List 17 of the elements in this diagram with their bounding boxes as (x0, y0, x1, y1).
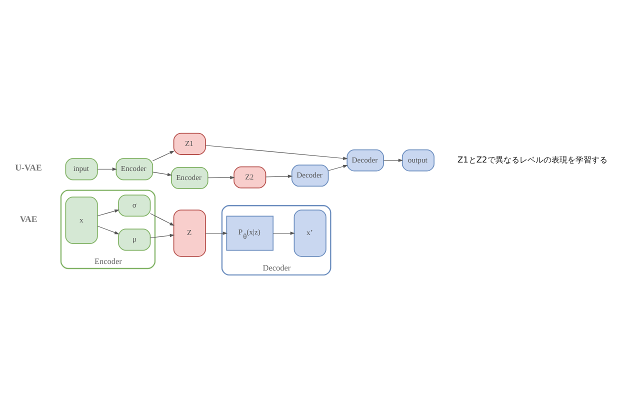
arrow (272, 231, 296, 234)
arrow (97, 208, 120, 216)
label: Z1とZ2で異なるレベルの表現を学習する (458, 154, 608, 164)
arrow (152, 171, 172, 176)
arrow (328, 164, 348, 170)
label: VAE (20, 213, 38, 224)
arrow (150, 233, 175, 238)
arrow (205, 144, 348, 160)
arrow (205, 231, 228, 234)
arrow (150, 212, 174, 226)
arrow (383, 158, 404, 162)
arrow (152, 150, 174, 161)
arrow (97, 167, 118, 170)
label: U-VAE (15, 162, 42, 172)
arrow (266, 174, 293, 178)
arrow (97, 225, 120, 234)
arrow (208, 175, 235, 179)
